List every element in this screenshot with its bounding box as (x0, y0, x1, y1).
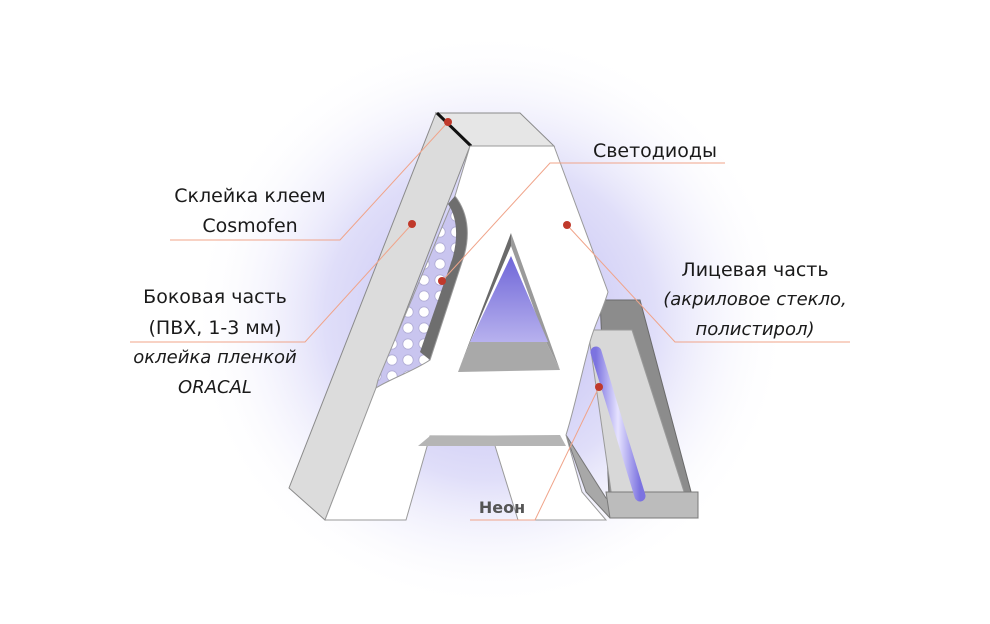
dot-side (408, 220, 416, 228)
inner-triangle-window (470, 256, 548, 342)
front-face (324, 145, 609, 521)
neon-tube (590, 346, 646, 502)
leader-neon (470, 386, 600, 521)
label-face-material-2: полистирол) (695, 319, 815, 340)
leader-lines (130, 121, 850, 521)
dot-neon (595, 383, 603, 391)
label-side-film: оклейка пленкой (133, 347, 297, 368)
base-right-bottom (605, 491, 699, 519)
label-glue-title: Склейка клеем (174, 185, 326, 207)
leader-led (441, 162, 725, 282)
crossbar-base (418, 435, 566, 446)
inner-triangle-wall-left (458, 233, 511, 372)
label-neon: Неон (478, 498, 526, 517)
dot-cosmofen (444, 118, 452, 126)
marker-dots (408, 118, 603, 391)
label-leds: Светодиоды (592, 140, 718, 162)
label-face-title: Лицевая часть (681, 259, 829, 281)
label-face-material-1: (акриловое стекло, (663, 289, 847, 310)
inner-dark-strip (420, 196, 470, 360)
leader-cosmofen (170, 121, 449, 241)
inner-triangle-wall-right (511, 233, 560, 370)
leader-face (566, 224, 850, 343)
label-glue-brand: Cosmofen (202, 215, 298, 237)
leader-side (130, 223, 413, 343)
label-side-film-brand: ORACAL (178, 377, 252, 398)
dot-led (438, 277, 446, 285)
dot-face (563, 221, 571, 229)
inner-triangle-bottom (458, 342, 560, 372)
label-side-material: (ПВХ, 1-3 мм) (148, 317, 282, 339)
label-side-title: Боковая часть (143, 286, 287, 308)
glue-seam (435, 111, 473, 148)
